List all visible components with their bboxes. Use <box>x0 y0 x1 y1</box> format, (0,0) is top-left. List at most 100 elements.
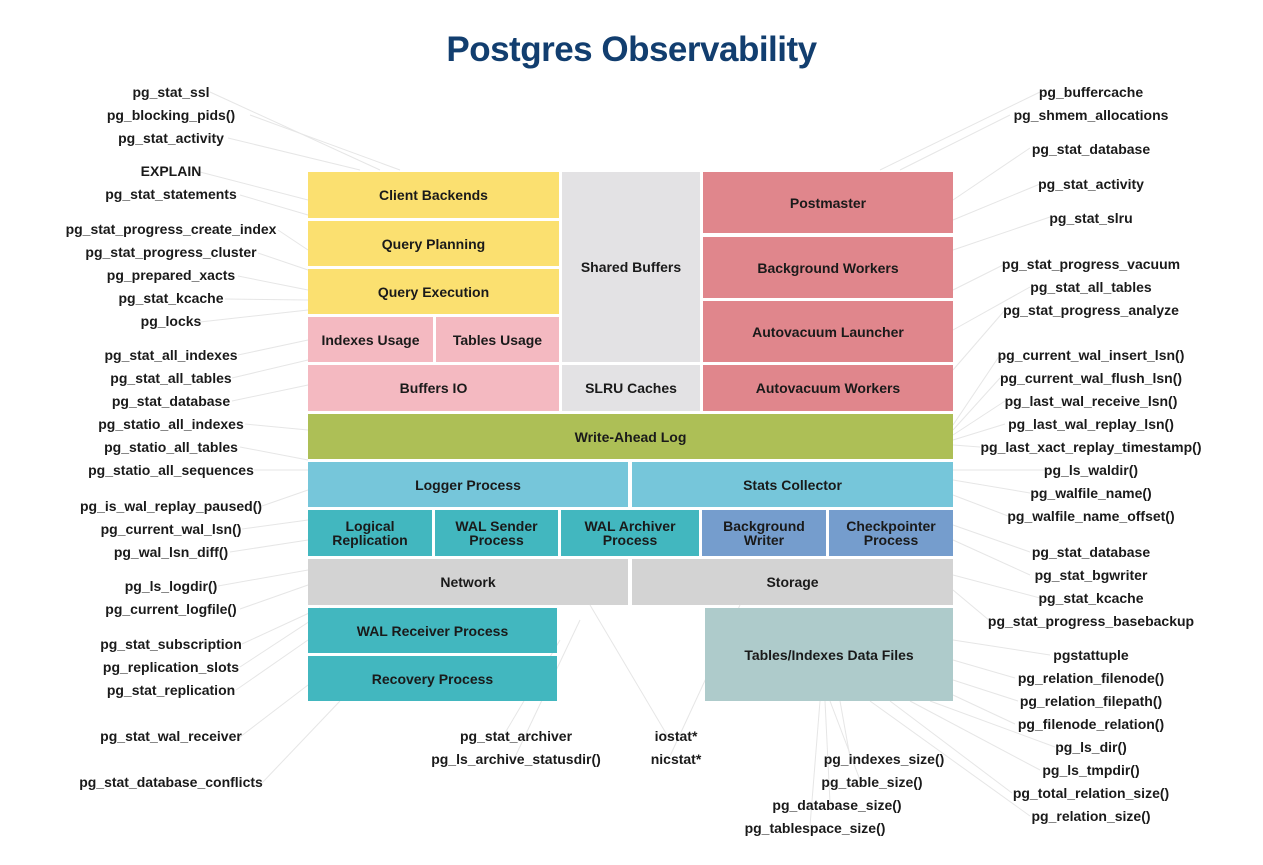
query-planning-label: Query Planning <box>381 235 486 252</box>
left-label: pg_is_wal_replay_paused() <box>79 498 263 514</box>
checkpointer-box: Checkpointer Process <box>829 510 953 556</box>
right-label: pgstattuple <box>1053 647 1129 663</box>
left-label: pg_stat_progress_cluster <box>85 244 257 260</box>
shared-buffers-label: Shared Buffers <box>580 259 682 275</box>
storage-label: Storage <box>766 574 819 590</box>
left-label: pg_current_logfile() <box>105 601 237 617</box>
tables-usage-label: Tables Usage <box>452 331 543 348</box>
background-workers-label: Background Workers <box>757 259 899 276</box>
right-label: pg_relation_filepath() <box>1019 693 1163 709</box>
left-label: pg_stat_replication <box>106 682 236 698</box>
right-label: pg_current_wal_flush_lsn() <box>999 370 1183 386</box>
wal-receiver-label: WAL Receiver Process <box>356 622 509 639</box>
autovacuum-launcher-box: Autovacuum Launcher <box>703 301 953 362</box>
autovacuum-workers-label: Autovacuum Workers <box>755 380 901 396</box>
query-execution-label: Query Execution <box>377 283 490 300</box>
left-label: pg_stat_kcache <box>118 290 224 306</box>
bottom-label: nicstat* <box>650 751 702 767</box>
left-label: pg_stat_all_indexes <box>104 347 238 363</box>
background-writer-box: Background Writer <box>702 510 826 556</box>
right-label: pg_stat_activity <box>1038 176 1144 192</box>
right-label: pg_last_wal_receive_lsn() <box>1004 393 1178 409</box>
autovacuum-workers-box: Autovacuum Workers <box>703 365 953 411</box>
right-label: pg_walfile_name() <box>1030 485 1152 501</box>
left-label: pg_stat_all_tables <box>110 370 232 386</box>
left-label: EXPLAIN <box>140 163 202 179</box>
query-planning-box: Query Planning <box>308 221 559 266</box>
client-backends-label: Client Backends <box>379 187 488 203</box>
logger-process-label: Logger Process <box>415 476 521 493</box>
right-label: pg_ls_dir() <box>1055 739 1127 755</box>
right-label: pg_relation_filenode() <box>1017 670 1165 686</box>
recovery-process-label: Recovery Process <box>371 670 494 687</box>
right-label: pg_buffercache <box>1038 84 1144 100</box>
query-execution-box: Query Execution <box>308 269 559 314</box>
network-box: Network <box>308 559 628 605</box>
checkpointer-label-line2: Process <box>863 532 919 548</box>
right-label: pg_stat_progress_vacuum <box>1001 256 1181 272</box>
autovacuum-launcher-label: Autovacuum Launcher <box>752 323 904 340</box>
left-label: pg_stat_database <box>111 393 231 409</box>
stats-collector-box: Stats Collector <box>632 462 953 507</box>
left-label: pg_statio_all_indexes <box>98 416 244 432</box>
left-label: pg_prepared_xacts <box>106 267 236 283</box>
shared-buffers-box: Shared Buffers <box>562 172 700 362</box>
postmaster-box: Postmaster <box>703 172 953 233</box>
wal-receiver-box: WAL Receiver Process <box>308 608 557 653</box>
left-label: pg_stat_subscription <box>100 636 242 652</box>
right-label: pg_stat_progress_analyze <box>1003 302 1179 318</box>
wal-sender-label-line1: WAL Sender <box>455 518 538 534</box>
right-label: pg_stat_slru <box>1049 210 1133 226</box>
left-label: pg_current_wal_lsn() <box>100 521 242 537</box>
right-label: pg_total_relation_size() <box>1012 785 1170 801</box>
right-label: pg_stat_database <box>1031 544 1151 560</box>
storage-box: Storage <box>632 559 953 605</box>
left-label: pg_locks <box>140 313 202 329</box>
right-label: pg_stat_database <box>1031 141 1151 157</box>
wal-sender-box: WAL Sender Process <box>435 510 558 556</box>
left-label: pg_statio_all_sequences <box>88 462 254 478</box>
postmaster-label: Postmaster <box>789 194 867 211</box>
left-label: pg_stat_ssl <box>132 84 210 100</box>
right-label: pg_walfile_name_offset() <box>1007 508 1175 524</box>
right-label: pg_shmem_allocations <box>1013 107 1169 123</box>
left-label: pg_blocking_pids() <box>106 107 236 123</box>
right-label: pg_current_wal_insert_lsn() <box>997 347 1185 363</box>
wal-archiver-box: WAL Archiver Process <box>561 510 699 556</box>
left-label: pg_wal_lsn_diff() <box>113 544 229 560</box>
left-label: pg_stat_database_conflicts <box>79 774 263 790</box>
bottom-label: pg_tablespace_size() <box>744 820 886 836</box>
logical-replication-label-line2: Replication <box>332 532 408 548</box>
write-ahead-log-label: Write-Ahead Log <box>574 428 687 445</box>
wal-archiver-label-line2: Process <box>602 532 658 548</box>
bottom-label: pg_stat_archiver <box>459 728 573 744</box>
left-label: pg_stat_statements <box>105 186 237 202</box>
left-label: pg_statio_all_tables <box>104 439 238 455</box>
background-writer-label-line2: Writer <box>743 532 785 548</box>
client-backends-box: Client Backends <box>308 172 559 218</box>
left-label: pg_stat_wal_receiver <box>100 728 242 744</box>
right-label: pg_filenode_relation() <box>1017 716 1165 732</box>
right-label: pg_last_wal_replay_lsn() <box>1008 416 1174 432</box>
right-label: pg_stat_progress_basebackup <box>987 613 1195 629</box>
right-label: pg_stat_kcache <box>1038 590 1144 606</box>
bottom-label: pg_table_size() <box>821 774 923 790</box>
page-title: Postgres Observability <box>446 30 817 69</box>
checkpointer-label-line1: Checkpointer <box>846 518 936 534</box>
wal-sender-label-line2: Process <box>469 532 524 548</box>
wal-archiver-label-line1: WAL Archiver <box>584 518 676 534</box>
right-label: pg_stat_bgwriter <box>1034 567 1148 583</box>
logical-replication-label-line1: Logical <box>345 518 395 534</box>
indexes-usage-box: Indexes Usage <box>308 317 433 362</box>
logger-process-box: Logger Process <box>308 462 628 507</box>
right-label: pg_ls_tmpdir() <box>1042 762 1140 778</box>
background-workers-box: Background Workers <box>703 237 953 298</box>
indexes-usage-label: Indexes Usage <box>321 331 420 348</box>
slru-caches-box: SLRU Caches <box>562 365 700 411</box>
network-label: Network <box>440 574 496 590</box>
write-ahead-log-box: Write-Ahead Log <box>308 414 953 459</box>
bottom-label: pg_database_size() <box>772 797 902 813</box>
bottom-label: pg_ls_archive_statusdir() <box>431 751 601 767</box>
background-writer-label-line1: Background <box>723 518 805 534</box>
stats-collector-label: Stats Collector <box>743 476 842 493</box>
